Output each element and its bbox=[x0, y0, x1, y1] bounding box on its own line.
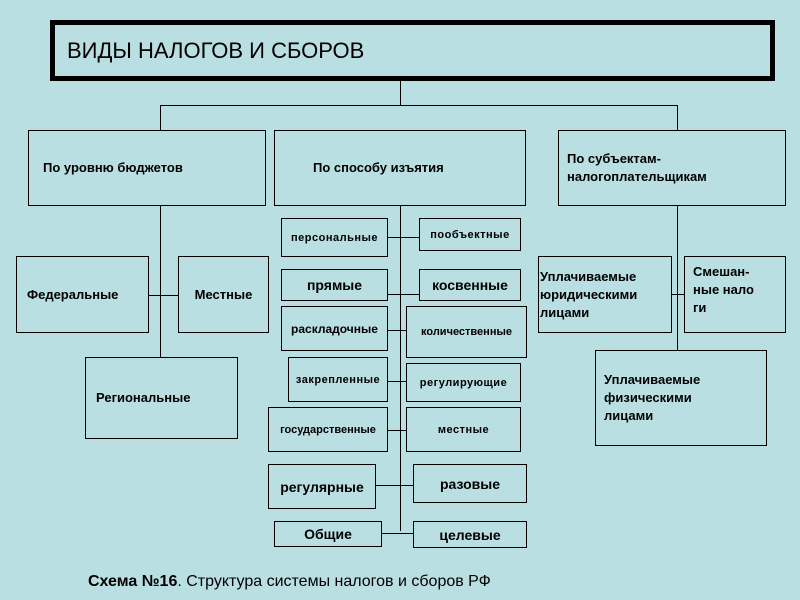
connector-line bbox=[387, 430, 406, 431]
method-assigned: закрепленные bbox=[288, 357, 388, 402]
category-budget-level: По уровню бюджетов bbox=[28, 130, 266, 206]
method-local: местные bbox=[406, 407, 521, 452]
method-personal: персональные bbox=[281, 218, 388, 257]
connector-line bbox=[387, 330, 406, 331]
connector-line bbox=[387, 237, 419, 238]
local-taxes: Местные bbox=[178, 256, 269, 333]
connector-line bbox=[375, 485, 413, 486]
connector-line bbox=[381, 533, 413, 534]
connector-line bbox=[677, 105, 678, 130]
regional-taxes: Региональные bbox=[85, 357, 238, 439]
method-indirect: косвенные bbox=[419, 269, 521, 301]
connector-line bbox=[677, 205, 678, 350]
method-state: государственные bbox=[268, 407, 388, 452]
connector-line bbox=[148, 295, 178, 296]
connector-line bbox=[387, 294, 419, 295]
paid-by-individuals: Уплачиваемые физическими лицами bbox=[595, 350, 767, 446]
mixed-taxes: Смешан-ные налоги bbox=[684, 256, 786, 333]
connector-line bbox=[400, 81, 401, 105]
connector-line bbox=[160, 105, 161, 130]
caption-text: . Структура системы налогов и сборов РФ bbox=[177, 573, 491, 590]
caption-label: Схема №16 bbox=[88, 573, 178, 590]
method-regular: регулярные bbox=[268, 464, 376, 509]
connector-line bbox=[387, 381, 406, 382]
federal-taxes: Федеральные bbox=[16, 256, 149, 333]
method-quantitative: количественные bbox=[406, 306, 527, 358]
category-taxpayer-subjects: По субъектам-налогоплательщикам bbox=[558, 130, 786, 206]
connector-line bbox=[160, 105, 678, 106]
diagram-title: ВИДЫ НАЛОГОВ И СБОРОВ bbox=[50, 20, 775, 81]
method-one-time: разовые bbox=[413, 464, 527, 503]
method-targeted: целевые bbox=[413, 521, 527, 548]
method-direct: прямые bbox=[281, 269, 388, 301]
method-apportioned: раскладочные bbox=[281, 306, 388, 351]
method-object: пообъектные bbox=[419, 218, 521, 251]
connector-line bbox=[671, 294, 684, 295]
paid-by-legal-entities: Уплачиваемые юридическими лицами bbox=[538, 256, 672, 333]
method-general: Общие bbox=[274, 521, 382, 547]
diagram-caption: Схема №16. Структура системы налогов и с… bbox=[88, 573, 491, 591]
category-withdrawal-method: По способу изъятия bbox=[274, 130, 526, 206]
connector-line bbox=[160, 205, 161, 357]
connector-line bbox=[400, 205, 401, 531]
method-regulating: регулирующие bbox=[406, 363, 521, 402]
